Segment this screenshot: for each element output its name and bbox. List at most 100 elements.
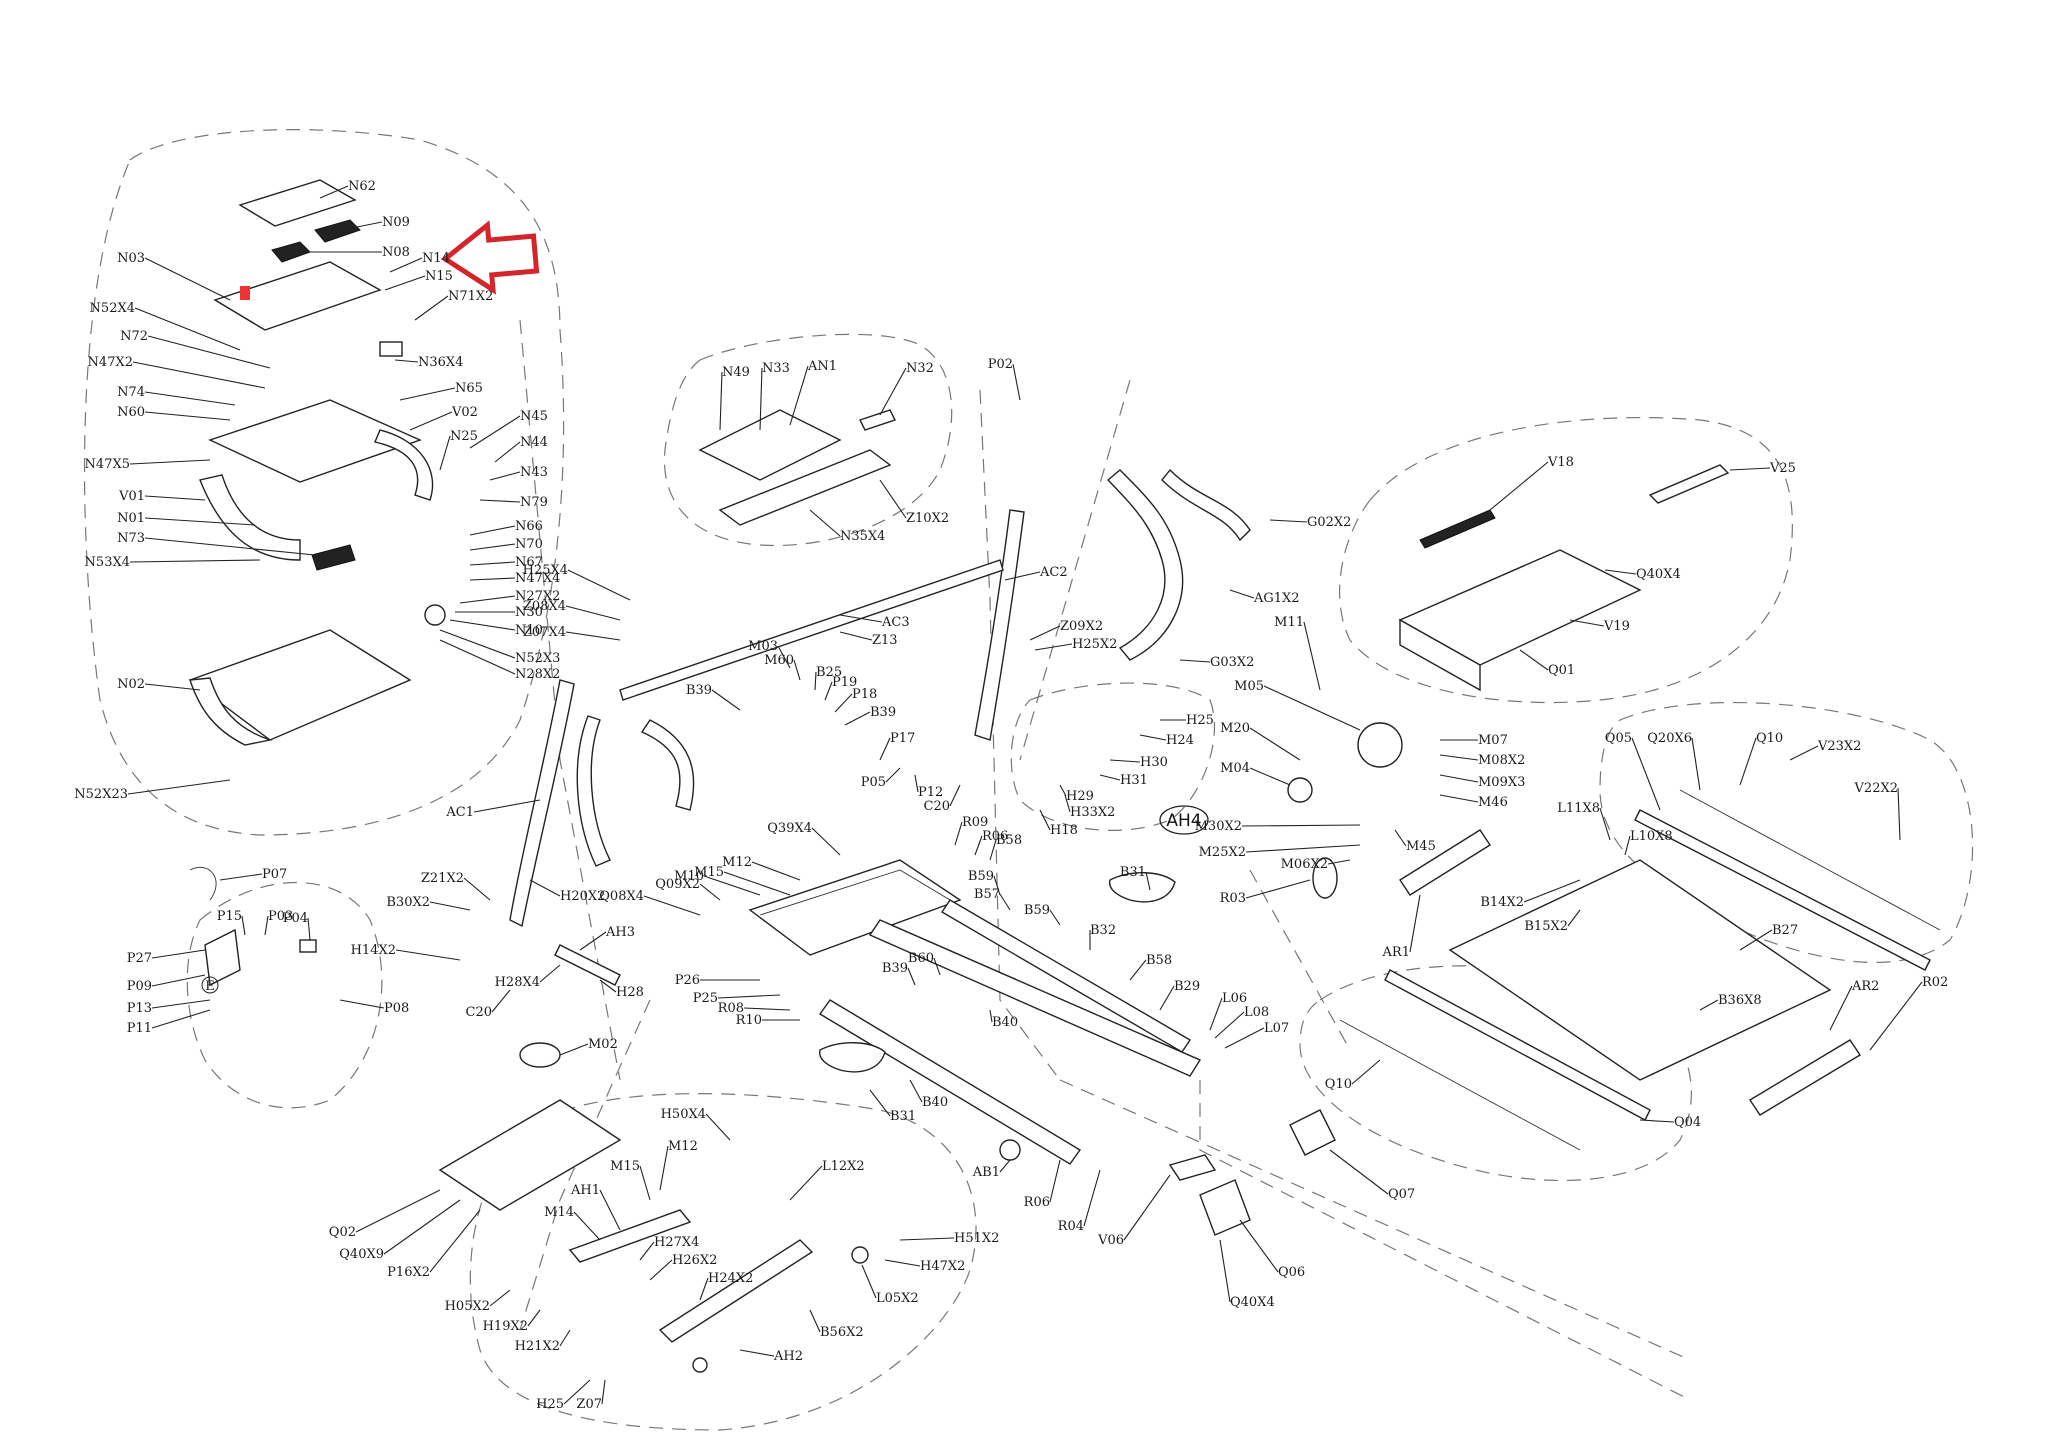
power-board-p03 — [204, 928, 241, 987]
leader-p02 — [1012, 363, 1021, 401]
part-label-b39b: B39 — [870, 705, 896, 720]
ah4-callout: AH4 — [1166, 811, 1201, 831]
rail-strip-q10b — [1339, 1019, 1581, 1151]
b31-bracket — [1108, 872, 1176, 903]
leader-n25 — [439, 435, 451, 471]
part-label-n73: N73 — [117, 531, 145, 546]
leader-q39x4 — [811, 827, 841, 856]
part-label-r03: R03 — [1220, 891, 1246, 906]
leader-z13 — [839, 631, 873, 641]
part-label-ac3: AC3 — [881, 615, 910, 630]
leader-h20x2 — [529, 879, 561, 897]
part-label-h19x2: H19X2 — [483, 1319, 528, 1334]
part-label-r08: R08 — [718, 1001, 744, 1016]
part-label-b40b: B40 — [922, 1095, 948, 1110]
part-label-z09x2: Z09X2 — [1060, 619, 1103, 634]
part-label-p05: P05 — [861, 775, 886, 790]
part-label-n47x4: N47X4 — [515, 571, 560, 586]
leader-n52x4 — [134, 307, 241, 351]
part-label-r06b: R06 — [982, 829, 1008, 844]
part-label-h14x2: H14X2 — [351, 943, 396, 958]
part-label-n72: N72 — [120, 329, 148, 344]
part-label-q05: Q05 — [1605, 731, 1632, 746]
decal-v06 — [1168, 1154, 1217, 1181]
leader-q08x4 — [643, 895, 701, 916]
part-label-z07x4: Z07X4 — [523, 625, 566, 640]
console-front-v01 — [199, 474, 301, 561]
part-label-ah1: AH1 — [570, 1183, 600, 1198]
leader-b36x8 — [1699, 999, 1719, 1011]
leader-q10a — [1739, 737, 1757, 786]
part-label-b39a: B39 — [686, 683, 712, 698]
leader-h21x2 — [559, 1329, 571, 1347]
part-label-n60: N60 — [117, 405, 145, 420]
part-label-h21x2: H21X2 — [515, 1339, 560, 1354]
leader-b29 — [1159, 985, 1175, 1011]
part-label-r06: R06 — [1024, 1195, 1050, 1210]
part-label-m09x3: M09X3 — [1478, 775, 1525, 790]
leader-m15b — [639, 1165, 651, 1201]
leader-q07 — [1329, 1149, 1389, 1195]
part-label-p25: P25 — [693, 991, 718, 1006]
part-label-b27: B27 — [1772, 923, 1798, 938]
part-label-ah2: AH2 — [773, 1349, 803, 1364]
leader-p25 — [717, 994, 781, 999]
tray-n33 — [698, 409, 842, 481]
part-label-n74: N74 — [117, 385, 145, 400]
part-label-z13: Z13 — [872, 633, 898, 648]
part-label-b39c: B39 — [882, 961, 908, 976]
leader-l06 — [1209, 997, 1223, 1031]
leader-b56x2 — [809, 1309, 821, 1333]
part-label-m25x2: M25X2 — [1199, 845, 1246, 860]
part-label-m08x2: M08X2 — [1478, 753, 1525, 768]
console-side-v02 — [374, 429, 434, 501]
part-label-n43: N43 — [520, 465, 548, 480]
part-label-p17: P17 — [890, 731, 915, 746]
leader-m04 — [1249, 767, 1291, 786]
part-label-n25: N25 — [450, 429, 478, 444]
leader-g03x2 — [1179, 659, 1211, 663]
part-label-q40x9: Q40X9 — [339, 1247, 384, 1262]
part-label-b25: B25 — [816, 665, 842, 680]
part-label-h18: H18 — [1050, 823, 1078, 838]
switch-p04 — [299, 939, 317, 953]
leader-n27x2 — [459, 595, 516, 604]
motor-cover-group-outline — [1339, 416, 1793, 704]
leader-n01 — [144, 517, 256, 526]
leader-m08x2 — [1439, 754, 1479, 761]
part-label-r04: R04 — [1058, 1219, 1084, 1234]
lower-parts — [189, 866, 869, 1373]
leader-p08 — [339, 999, 385, 1009]
leader-h27x4 — [639, 1241, 655, 1261]
handlebar-grip-left — [576, 715, 611, 867]
part-label-m20: M20 — [1220, 721, 1250, 736]
console-group-outline — [83, 129, 565, 836]
part-label-b57: B57 — [974, 887, 1000, 902]
part-label-q40x4a: Q40X4 — [1636, 567, 1681, 582]
leader-z10x2 — [879, 479, 907, 519]
assembly-line — [979, 389, 1061, 1081]
part-label-n02: N02 — [117, 677, 145, 692]
leader-v19 — [1569, 619, 1605, 627]
incline-group-outline — [469, 1093, 977, 1431]
part-label-n66: N66 — [515, 519, 543, 534]
leader-v06 — [1123, 1174, 1171, 1241]
part-label-h25x2: H25X2 — [1072, 637, 1117, 652]
leader-p04 — [307, 917, 311, 941]
part-label-z21x2: Z21X2 — [421, 871, 464, 886]
leader-z07 — [601, 1379, 606, 1405]
leader-v02 — [409, 411, 453, 431]
part-label-n08: N08 — [382, 245, 410, 260]
leader-l12x2 — [789, 1165, 823, 1201]
part-label-r10: R10 — [736, 1013, 762, 1028]
leader-l10x8 — [1624, 835, 1631, 856]
leader-h26x2 — [649, 1259, 673, 1281]
assembly-line — [1249, 869, 1351, 1051]
leader-n32 — [879, 367, 907, 416]
marker-red — [240, 286, 250, 300]
leader-p16x2 — [429, 1209, 481, 1273]
part-label-q40x4b: Q40X4 — [1230, 1295, 1275, 1310]
leader-c20a — [949, 784, 961, 807]
frame-b29-rail — [941, 899, 1191, 1053]
